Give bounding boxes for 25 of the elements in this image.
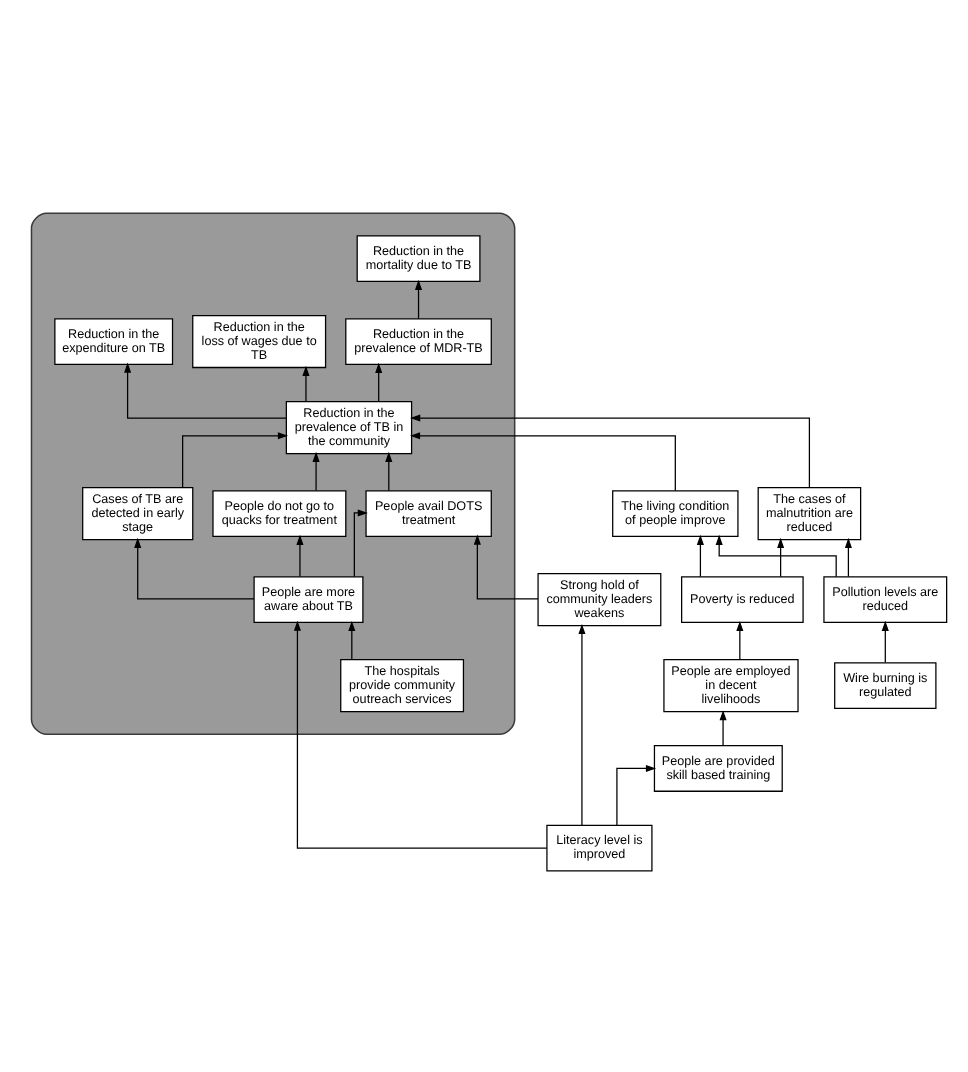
arrow — [719, 709, 727, 746]
arrow — [302, 364, 310, 401]
arrow — [736, 619, 744, 659]
arrow — [578, 622, 586, 825]
arrow — [134, 536, 255, 599]
arrow — [385, 450, 393, 491]
arrow — [881, 619, 889, 663]
cluster — [30, 211, 516, 735]
arrow — [353, 508, 368, 576]
arrow — [415, 278, 423, 319]
arrow — [696, 533, 704, 577]
arrow — [293, 619, 548, 848]
arrow — [410, 431, 676, 491]
arrow — [616, 763, 656, 825]
arrow — [124, 361, 287, 418]
arrow — [844, 536, 852, 577]
arrow — [715, 533, 837, 577]
arrow — [182, 431, 288, 487]
arrow — [375, 361, 383, 401]
arrow — [348, 619, 356, 659]
arrow — [777, 536, 785, 577]
arrow — [296, 533, 304, 577]
arrow — [410, 413, 811, 488]
arrow — [473, 533, 539, 599]
arrow — [312, 450, 320, 491]
